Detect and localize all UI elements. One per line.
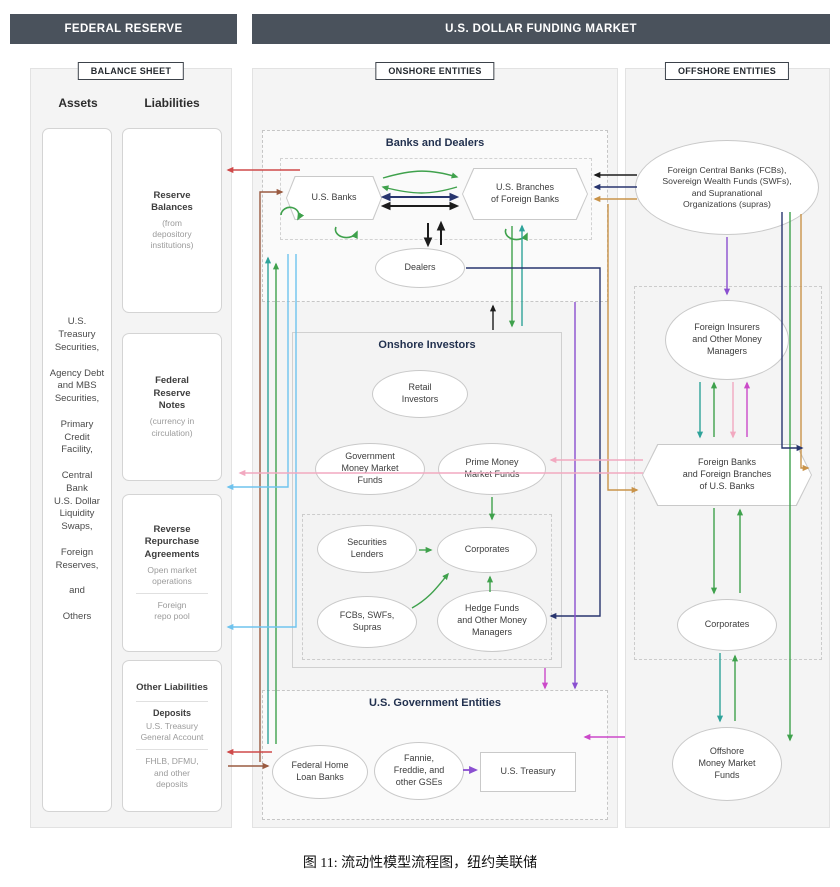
open-market-ops-label: Open market operations: [147, 564, 197, 586]
offshore-mmf-label: Offshore Money Market Funds: [698, 746, 756, 780]
reserve-balances-sub: (from depository institutions): [150, 218, 194, 251]
tga-label: U.S. Treasury General Account: [140, 721, 204, 743]
retail-investors-node: Retail Investors: [372, 370, 468, 418]
foreign-insurers-label: Foreign Insurers and Other Money Manager…: [692, 322, 762, 356]
us-treasury-node: U.S. Treasury: [480, 752, 576, 792]
foreign-banks-node: Foreign Banks and Foreign Branches of U.…: [642, 444, 812, 506]
us-government-title: U.S. Government Entities: [368, 697, 502, 709]
foreign-banks-label: Foreign Banks and Foreign Branches of U.…: [682, 457, 772, 491]
fhlb-deposits-label: FHLB, DFMU, and other deposits: [145, 756, 199, 789]
us-banks-label: U.S. Banks: [311, 192, 357, 203]
us-banks-node: U.S. Banks: [286, 176, 382, 220]
securities-lenders-node: Securities Lenders: [317, 525, 417, 573]
reverse-repo-label: Reverse Repurchase Agreements: [144, 523, 200, 560]
deposits-label: Deposits: [152, 707, 191, 718]
onshore-investors-title: Onshore Investors: [378, 339, 476, 351]
gses-label: Fannie, Freddie, and other GSEs: [393, 753, 445, 787]
other-liabilities-label: Other Liabilities: [136, 682, 208, 694]
assets-header: Assets: [58, 96, 98, 110]
offshore-corporates-node: Corporates: [677, 599, 777, 651]
offshore-entities-title: OFFSHORE ENTITIES: [664, 62, 790, 80]
frn-box: Federal Reserve Notes (currency in circu…: [122, 333, 222, 481]
foreign-insurers-node: Foreign Insurers and Other Money Manager…: [665, 300, 789, 380]
hedge-funds-node: Hedge Funds and Other Money Managers: [437, 590, 547, 652]
frn-sub: (currency in circulation): [149, 416, 195, 438]
divider: [136, 749, 208, 751]
reserve-balances-label: Reserve Balances: [151, 189, 193, 213]
dealers-node: Dealers: [375, 248, 465, 288]
assets-box: U.S. Treasury Securities, Agency Debt an…: [42, 128, 112, 812]
prime-mmf-label: Prime Money Market Funds: [464, 457, 520, 479]
funding-market-header: U.S. DOLLAR FUNDING MARKET: [252, 14, 830, 44]
divider: [136, 700, 208, 702]
fhlb-label: Federal Home Loan Banks: [291, 760, 349, 782]
federal-reserve-header: FEDERAL RESERVE: [10, 14, 237, 44]
prime-mmf-node: Prime Money Market Funds: [438, 443, 546, 495]
government-mmf-label: Government Money Market Funds: [341, 451, 399, 485]
hedge-funds-label: Hedge Funds and Other Money Managers: [457, 603, 527, 637]
onshore-corporates-label: Corporates: [464, 544, 510, 555]
retail-investors-label: Retail Investors: [401, 382, 439, 404]
government-mmf-node: Government Money Market Funds: [315, 443, 425, 495]
figure-caption: 图 11: 流动性模型流程图，纽约美联储: [302, 856, 538, 871]
balance-sheet-title: BALANCE SHEET: [77, 62, 185, 80]
dealers-label: Dealers: [404, 262, 436, 273]
gses-node: Fannie, Freddie, and other GSEs: [374, 742, 464, 800]
fcbs-swfs-supras-node: FCBs, SWFs, Supras: [317, 596, 417, 648]
reverse-repo-box: Reverse Repurchase Agreements Open marke…: [122, 494, 222, 652]
divider: [136, 593, 208, 595]
us-branches-label: U.S. Branches of Foreign Banks: [490, 182, 560, 204]
liabilities-header: Liabilities: [144, 96, 200, 110]
offshore-fcbs-label: Foreign Central Banks (FCBs), Sovereign …: [662, 164, 792, 209]
assets-list: U.S. Treasury Securities, Agency Debt an…: [49, 316, 105, 622]
fhlb-node: Federal Home Loan Banks: [272, 745, 368, 799]
other-liabilities-box: Other Liabilities Deposits U.S. Treasury…: [122, 660, 222, 812]
foreign-repo-pool-label: Foreign repo pool: [154, 600, 190, 622]
reserve-balances-box: Reserve Balances (from depository instit…: [122, 128, 222, 313]
onshore-corporates-node: Corporates: [437, 527, 537, 573]
offshore-fcbs-node: Foreign Central Banks (FCBs), Sovereign …: [635, 140, 819, 235]
securities-lenders-label: Securities Lenders: [347, 537, 387, 559]
offshore-corporates-label: Corporates: [704, 619, 750, 630]
us-branches-node: U.S. Branches of Foreign Banks: [462, 168, 588, 220]
frn-label: Federal Reserve Notes: [153, 375, 191, 412]
onshore-entities-title: ONSHORE ENTITIES: [375, 62, 495, 80]
banks-dealers-title: Banks and Dealers: [385, 137, 485, 149]
us-treasury-label: U.S. Treasury: [500, 766, 556, 777]
offshore-mmf-node: Offshore Money Market Funds: [672, 727, 782, 801]
fcbs-swfs-supras-label: FCBs, SWFs, Supras: [339, 610, 395, 632]
